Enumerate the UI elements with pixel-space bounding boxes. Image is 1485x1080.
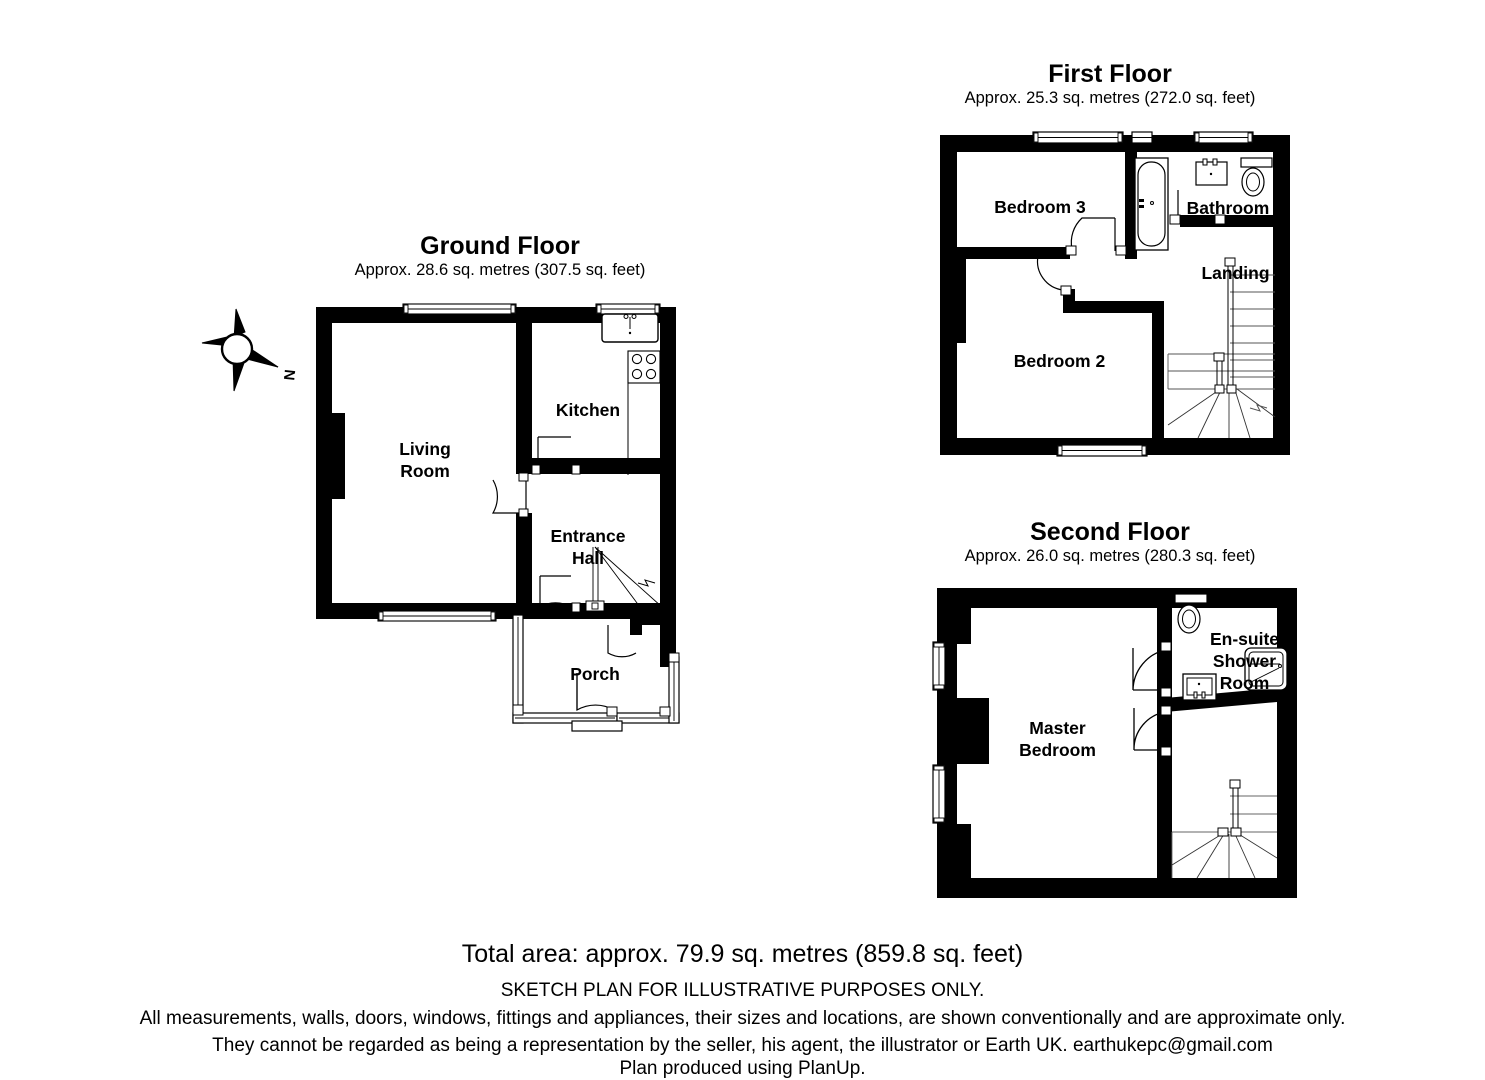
disclaimer-line-1: SKETCH PLAN FOR ILLUSTRATIVE PURPOSES ON… (500, 980, 985, 1001)
kitchen-line1: Kitchen (555, 400, 621, 420)
ground-floor-doors (491, 436, 637, 712)
bedroom-2-line1: Bedroom 2 (1013, 351, 1106, 371)
bathtub-icon (1134, 157, 1169, 251)
second-floor-title: Second Floor (1030, 518, 1190, 546)
room-label-entrance-hall: Entrance Hall (523, 525, 653, 569)
ensuite-line1: En-suite (1209, 629, 1280, 649)
room-label-landing: Landing (1183, 262, 1288, 284)
master-bedroom-line2: Bedroom (1019, 740, 1096, 760)
bathroom-line1: Bathroom (1186, 198, 1270, 218)
first-floor-area: Approx. 25.3 sq. metres (272.0 sq. feet) (964, 89, 1256, 107)
compass-rose: N (201, 308, 298, 392)
ensuite-basin-icon (1182, 673, 1217, 701)
ensuite-shower-icon (1244, 647, 1288, 691)
ground-floor-staircase (585, 546, 663, 612)
first-floor-doors (1036, 190, 1226, 296)
living-room-line1: Living (399, 439, 451, 459)
first-floor-staircase (1167, 257, 1276, 439)
first-floor-title: First Floor (1048, 60, 1172, 88)
disclaimer-line-3: They cannot be regarded as being a repre… (212, 1035, 1273, 1056)
room-label-kitchen: Kitchen (528, 399, 648, 421)
ground-floor-area: Approx. 28.6 sq. metres (307.5 sq. feet) (354, 261, 646, 279)
room-label-bathroom: Bathroom (1168, 197, 1288, 219)
disclaimer-line-4: Plan produced using PlanUp. (619, 1058, 866, 1079)
ensuite-toilet-icon (1174, 593, 1208, 634)
room-label-bedroom-2: Bedroom 2 (997, 350, 1122, 372)
kitchen-sink-icon (601, 313, 659, 343)
first-floor-walls (940, 135, 1290, 455)
master-bedroom-line1: Master (1029, 718, 1086, 738)
second-floor-plan (932, 588, 1297, 898)
bedroom-3-line1: Bedroom 3 (994, 197, 1086, 217)
total-area-text: Total area: approx. 79.9 sq. metres (859… (461, 940, 1024, 968)
second-floor-staircase (1171, 779, 1278, 879)
room-label-ensuite-shower-room: En-suite Shower Room (1192, 628, 1297, 694)
entrance-hall-line1: Entrance (550, 526, 626, 546)
landing-line1: Landing (1201, 263, 1270, 283)
entrance-hall-line2: Hall (571, 548, 605, 568)
ensuite-line2: Shower (1212, 651, 1277, 671)
room-label-living-room: Living Room (350, 438, 500, 482)
disclaimer-line-2: All measurements, walls, doors, windows,… (139, 1008, 1346, 1029)
ground-floor-title: Ground Floor (420, 232, 580, 260)
second-floor-area: Approx. 26.0 sq. metres (280.3 sq. feet) (964, 547, 1256, 565)
compass-north-label: N (280, 369, 298, 382)
porch-line1: Porch (570, 664, 620, 684)
second-floor-doors (1132, 641, 1172, 757)
ensuite-line3: Room (1219, 673, 1270, 693)
room-label-porch: Porch (545, 663, 645, 685)
ground-floor-plan (316, 303, 680, 732)
living-room-line2: Room (400, 461, 450, 481)
kitchen-hob-icon (627, 350, 661, 475)
second-floor-windows (932, 641, 946, 824)
room-label-master-bedroom: Master Bedroom (995, 717, 1120, 761)
first-floor-windows (1032, 131, 1254, 457)
first-floor-plan (940, 131, 1290, 457)
room-label-bedroom-3: Bedroom 3 (975, 196, 1105, 218)
bathroom-basin-icon (1195, 158, 1228, 186)
bathroom-toilet-icon (1240, 157, 1273, 197)
porch-structure (512, 614, 680, 732)
